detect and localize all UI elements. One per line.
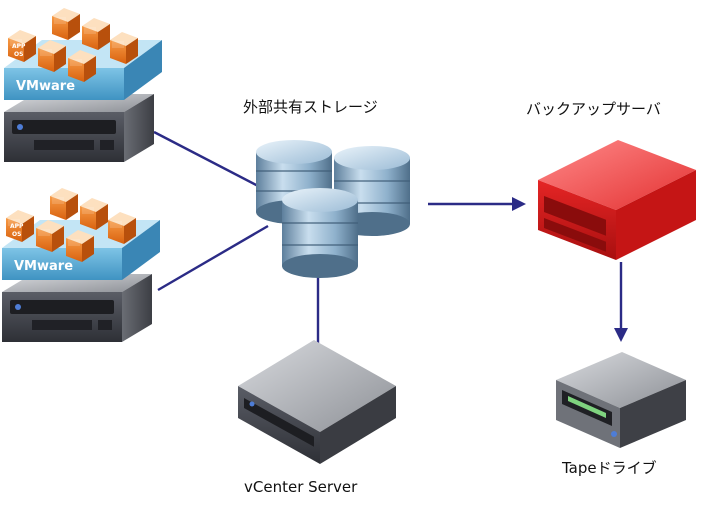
connector-host2-storage bbox=[157, 224, 269, 292]
arrowhead-tape bbox=[614, 328, 628, 342]
backup-server-label: バックアップサーバ bbox=[526, 100, 661, 118]
svg-text:OS: OS bbox=[12, 231, 21, 238]
vcenter-label: vCenter Server bbox=[244, 478, 358, 496]
vmware-label: VMware bbox=[14, 259, 73, 274]
connector-host1-storage bbox=[153, 130, 263, 190]
tape-drive-label: Tapeドライブ bbox=[562, 459, 657, 477]
shared-storage-icon bbox=[256, 140, 410, 278]
svg-text:APP: APP bbox=[10, 223, 24, 230]
arrowhead-backup bbox=[512, 197, 526, 211]
storage-label: 外部共有ストレージ bbox=[243, 98, 378, 116]
vmware-host-2: VMware APP OS bbox=[2, 188, 160, 342]
vmware-label: VMware bbox=[16, 79, 75, 94]
svg-text:OS: OS bbox=[14, 51, 23, 58]
connectors bbox=[153, 130, 628, 345]
vmware-host-1: VMware APP OS bbox=[4, 8, 162, 162]
vcenter-server-icon bbox=[238, 340, 396, 464]
svg-text:APP: APP bbox=[12, 43, 26, 50]
backup-server-icon bbox=[538, 140, 696, 260]
tape-drive-icon bbox=[556, 352, 686, 448]
